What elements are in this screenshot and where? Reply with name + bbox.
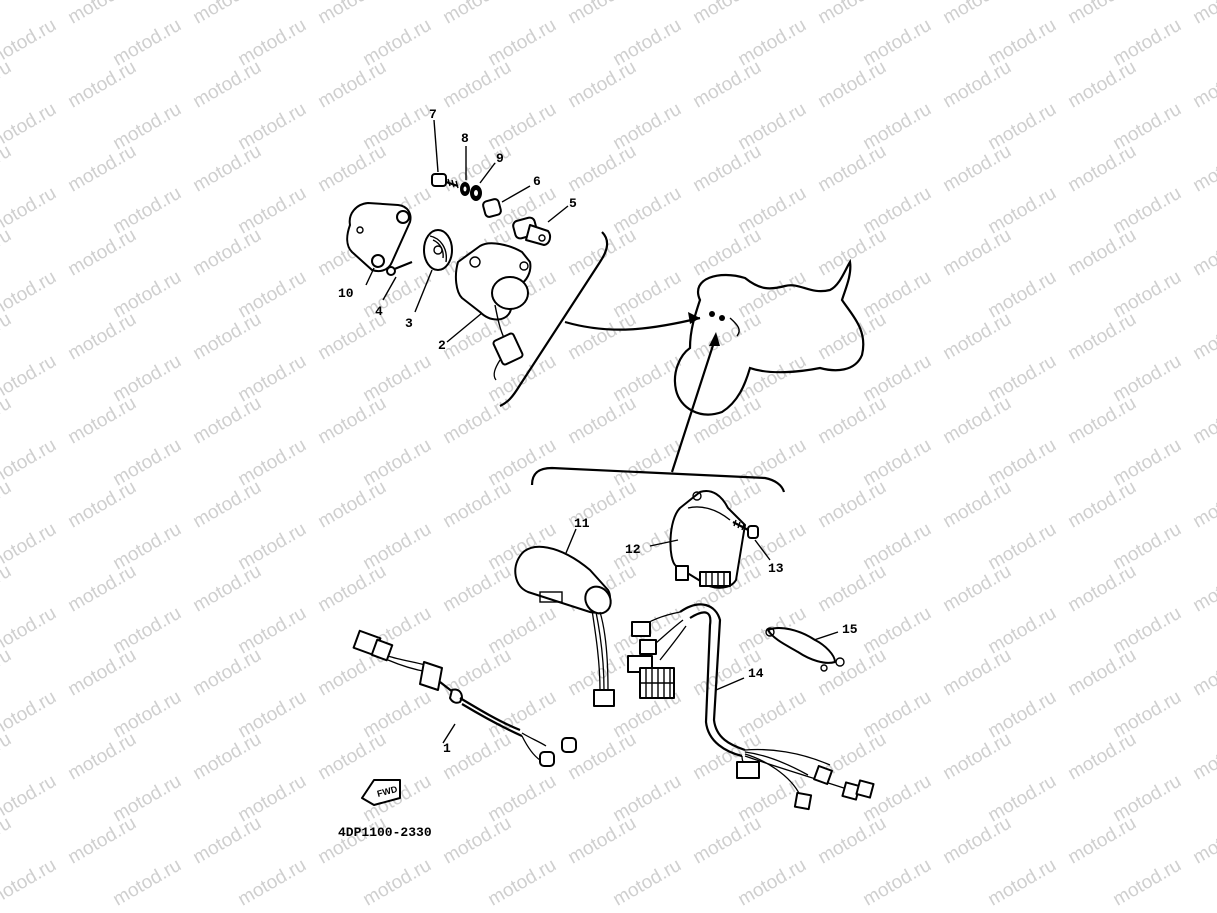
label-9: 9 (496, 151, 504, 166)
part-7-bolt (431, 119, 459, 189)
drawing-code: 4DP1100-2330 (338, 825, 432, 840)
part-9-washer (470, 162, 496, 201)
upper-group-bracket (499, 231, 701, 407)
part-2-main-switch (446, 242, 532, 381)
part-4-screw (382, 260, 413, 301)
label-6: 6 (533, 174, 541, 189)
label-12: 12 (625, 542, 641, 557)
label-10: 10 (338, 286, 354, 301)
label-14: 14 (748, 666, 764, 681)
lower-group-bracket (530, 332, 786, 493)
label-3: 3 (405, 316, 413, 331)
part-13-screw (732, 519, 771, 561)
part-3-plate (414, 229, 453, 313)
label-13: 13 (768, 561, 784, 576)
part-12-control-unit (649, 490, 746, 589)
part-14-wire-harness (627, 603, 875, 811)
label-11: 11 (574, 516, 590, 531)
label-7: 7 (429, 107, 437, 122)
label-4: 4 (375, 304, 383, 319)
part-5-clamp (512, 205, 569, 246)
label-1: 1 (443, 741, 451, 756)
label-5: 5 (569, 196, 577, 211)
part-11-cylinder (514, 528, 615, 707)
part-8-washer (460, 146, 470, 196)
part-labels: 1 2 3 4 5 6 7 8 9 10 11 12 13 14 15 (338, 107, 858, 756)
part-1-wire-lead (352, 629, 577, 767)
part-15-band (765, 627, 845, 672)
label-8: 8 (461, 131, 469, 146)
label-2: 2 (438, 338, 446, 353)
label-15: 15 (842, 622, 858, 637)
motorcycle-silhouette (673, 258, 865, 416)
fwd-arrow: FWD (361, 779, 401, 806)
part-10-bracket (346, 202, 412, 286)
part-6-collar (482, 185, 531, 218)
